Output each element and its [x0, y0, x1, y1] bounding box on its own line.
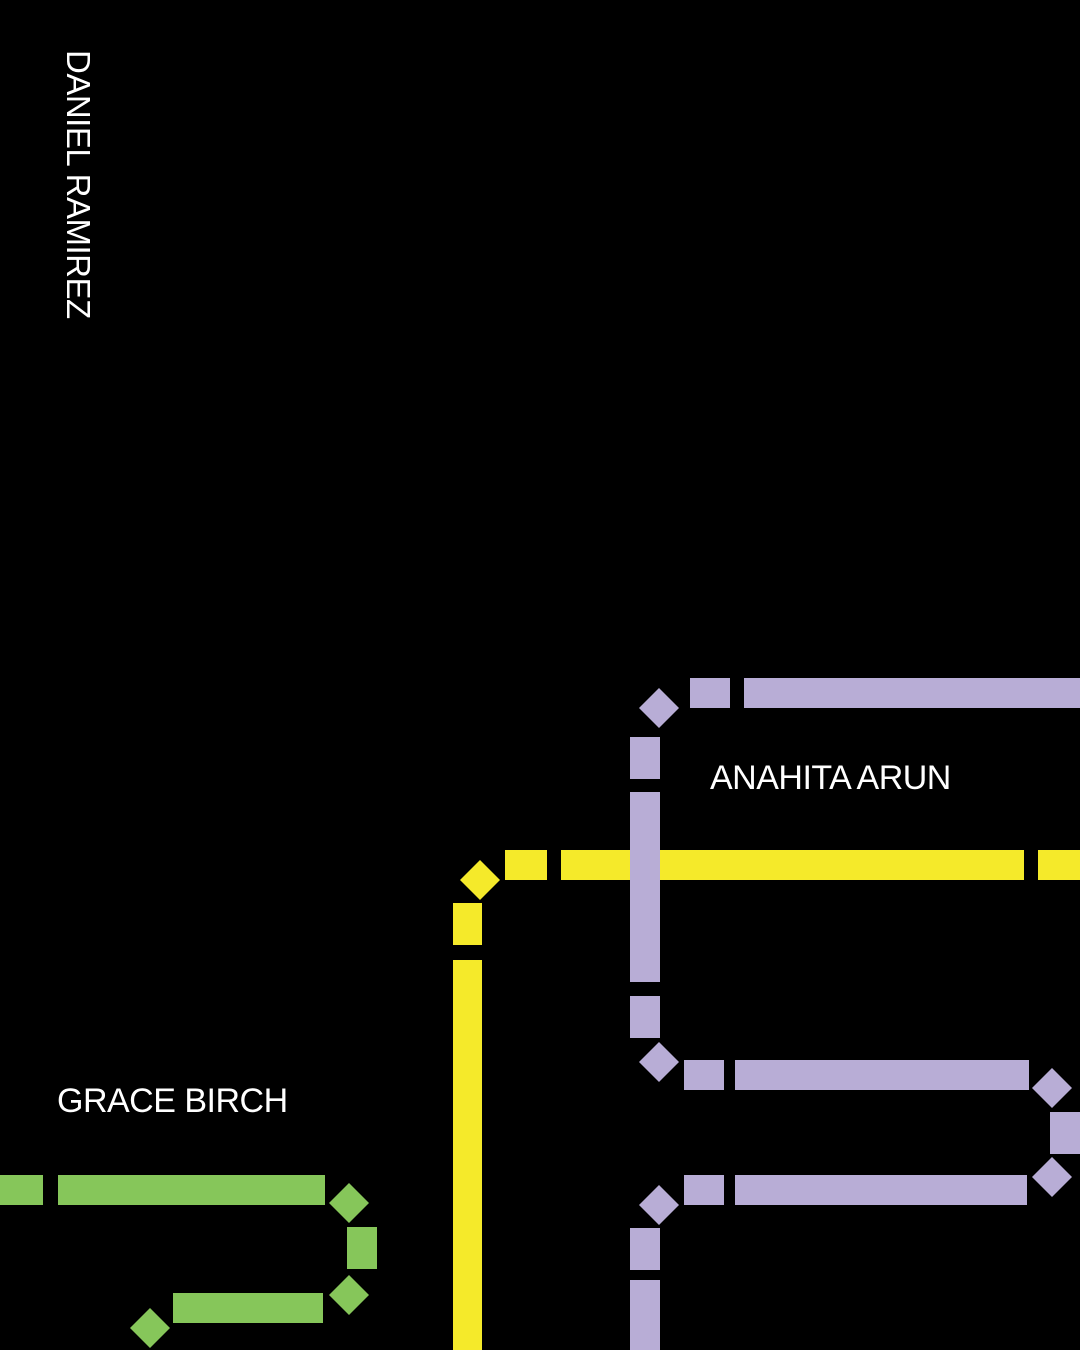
purple-segment — [630, 1280, 660, 1350]
green-node — [329, 1275, 369, 1315]
green-segment — [58, 1175, 325, 1205]
purple-segment — [630, 1228, 660, 1270]
purple-node — [639, 1185, 679, 1225]
purple-segment — [684, 1060, 724, 1090]
green-node — [130, 1308, 170, 1348]
name-daniel-ramirez: DANIEL RAMIREZ — [60, 50, 97, 319]
purple-segment — [690, 678, 730, 708]
purple-segment — [735, 1060, 1029, 1090]
purple-segment — [630, 737, 660, 779]
yellow-segment — [505, 850, 547, 880]
green-segment — [0, 1175, 43, 1205]
purple-node — [1032, 1068, 1072, 1108]
yellow-segment — [453, 903, 482, 945]
yellow-node — [460, 860, 500, 900]
purple-segment — [630, 792, 660, 982]
purple-segment — [684, 1175, 724, 1205]
purple-segment — [1050, 1112, 1080, 1154]
green-segment — [347, 1227, 377, 1269]
purple-segment — [735, 1175, 1027, 1205]
purple-segment — [630, 996, 660, 1038]
purple-node — [639, 1042, 679, 1082]
purple-node — [639, 688, 679, 728]
purple-node — [1032, 1157, 1072, 1197]
green-node — [329, 1183, 369, 1223]
purple-segment — [744, 678, 1080, 708]
yellow-segment — [1038, 850, 1080, 880]
name-grace-birch: GRACE BIRCH — [57, 1082, 288, 1120]
yellow-segment — [453, 960, 482, 1350]
name-anahita-arun: ANAHITA ARUN — [710, 759, 951, 797]
green-segment — [173, 1293, 323, 1323]
